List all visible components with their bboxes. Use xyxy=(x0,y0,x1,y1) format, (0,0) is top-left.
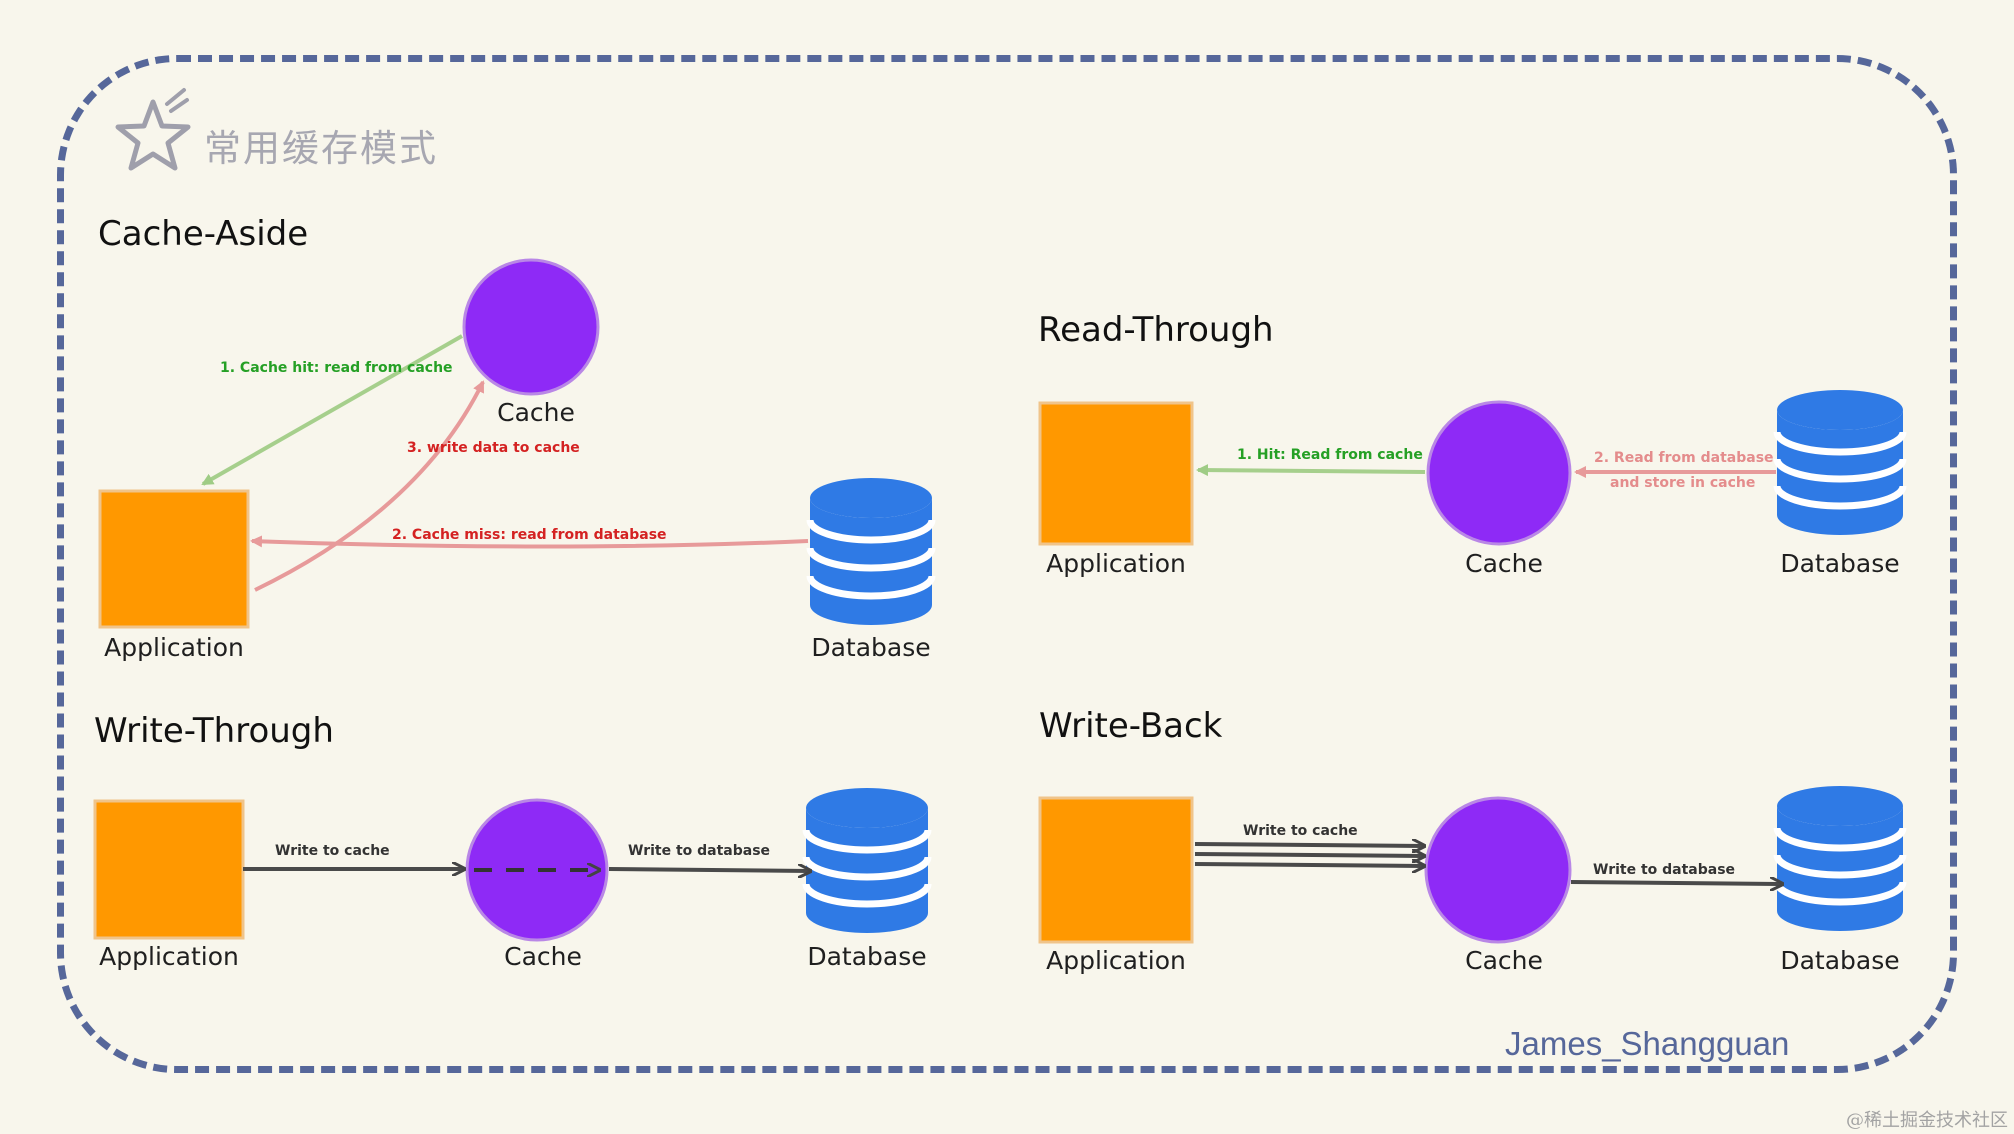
read-through-hit-arrow xyxy=(1196,464,1426,477)
write-back-cache-arrow-3 xyxy=(1194,864,1424,866)
write-back-database-icon xyxy=(1773,786,1907,931)
write-through-db-arrow xyxy=(608,869,810,871)
read-through-hit-label: 1. Hit: Read from cache xyxy=(1237,447,1423,463)
read-through-application-label: Application xyxy=(1046,549,1186,578)
cache-aside-hit-arrow xyxy=(201,334,463,486)
read-through-application-node xyxy=(1038,401,1194,546)
star-icon xyxy=(115,88,191,171)
cache-aside-diagram: 1. Cache hit: read from cache 3. write d… xyxy=(98,258,936,629)
write-back-cache-node xyxy=(1424,796,1572,944)
write-through-application-node xyxy=(93,799,245,940)
read-through-read-label-line2: and store in cache xyxy=(1610,475,1755,491)
write-through-title: Write-Through xyxy=(94,711,334,751)
read-through-title: Read-Through xyxy=(1038,310,1274,350)
write-through-database-icon xyxy=(802,788,932,933)
cache-aside-cache-label: Cache xyxy=(497,398,575,427)
cache-aside-cache-node xyxy=(462,258,600,396)
write-back-cache-arrow-1 xyxy=(1194,844,1424,846)
read-through-diagram: 1. Hit: Read from cache 2. Read from dat… xyxy=(1038,390,1907,546)
write-back-database-label: Database xyxy=(1780,946,1900,975)
cache-aside-write-label: 3. write data to cache xyxy=(407,440,580,456)
read-through-database-label: Database xyxy=(1780,549,1900,578)
write-back-application-node xyxy=(1038,796,1194,944)
write-back-title: Write-Back xyxy=(1039,706,1223,746)
write-through-cache-node xyxy=(465,798,609,942)
write-through-cache-label: Write to cache xyxy=(275,843,390,859)
read-through-cache-label: Cache xyxy=(1465,549,1543,578)
cache-aside-database-icon xyxy=(806,478,936,625)
cache-aside-write-arrow xyxy=(254,380,485,592)
write-back-cache-label: Write to cache xyxy=(1243,823,1358,839)
cache-aside-database-label: Database xyxy=(811,633,931,662)
write-back-cache-arrow-2 xyxy=(1194,854,1424,856)
dashed-frame xyxy=(57,55,1957,1073)
write-through-diagram: Write to cache Write to database xyxy=(93,788,932,942)
write-back-db-label: Write to database xyxy=(1593,862,1735,878)
page-title: 常用缓存模式 xyxy=(204,127,438,170)
write-back-db-arrow xyxy=(1570,882,1782,884)
cache-aside-application-node xyxy=(98,489,250,629)
cache-aside-miss-label: 2. Cache miss: read from database xyxy=(392,527,667,543)
write-back-cache-label: Cache xyxy=(1465,946,1543,975)
write-through-db-label: Write to database xyxy=(628,843,770,859)
cache-aside-hit-label: 1. Cache hit: read from cache xyxy=(220,360,453,376)
write-through-application-label: Application xyxy=(99,942,239,971)
read-through-database-icon xyxy=(1773,390,1907,535)
cache-aside-application-label: Application xyxy=(104,633,244,662)
read-through-cache-node xyxy=(1426,400,1572,546)
read-through-read-label-line1: 2. Read from database xyxy=(1594,450,1774,466)
site-watermark: @稀土掘金技术社区 xyxy=(1846,1110,2008,1131)
cache-aside-title: Cache-Aside xyxy=(98,214,309,254)
write-through-cache-label: Cache xyxy=(504,942,582,971)
write-back-application-label: Application xyxy=(1046,946,1186,975)
author-signature: James_Shangguan xyxy=(1505,1025,1790,1062)
write-back-diagram: Write to cache Write to database xyxy=(1038,786,1907,944)
write-through-database-label: Database xyxy=(807,942,927,971)
